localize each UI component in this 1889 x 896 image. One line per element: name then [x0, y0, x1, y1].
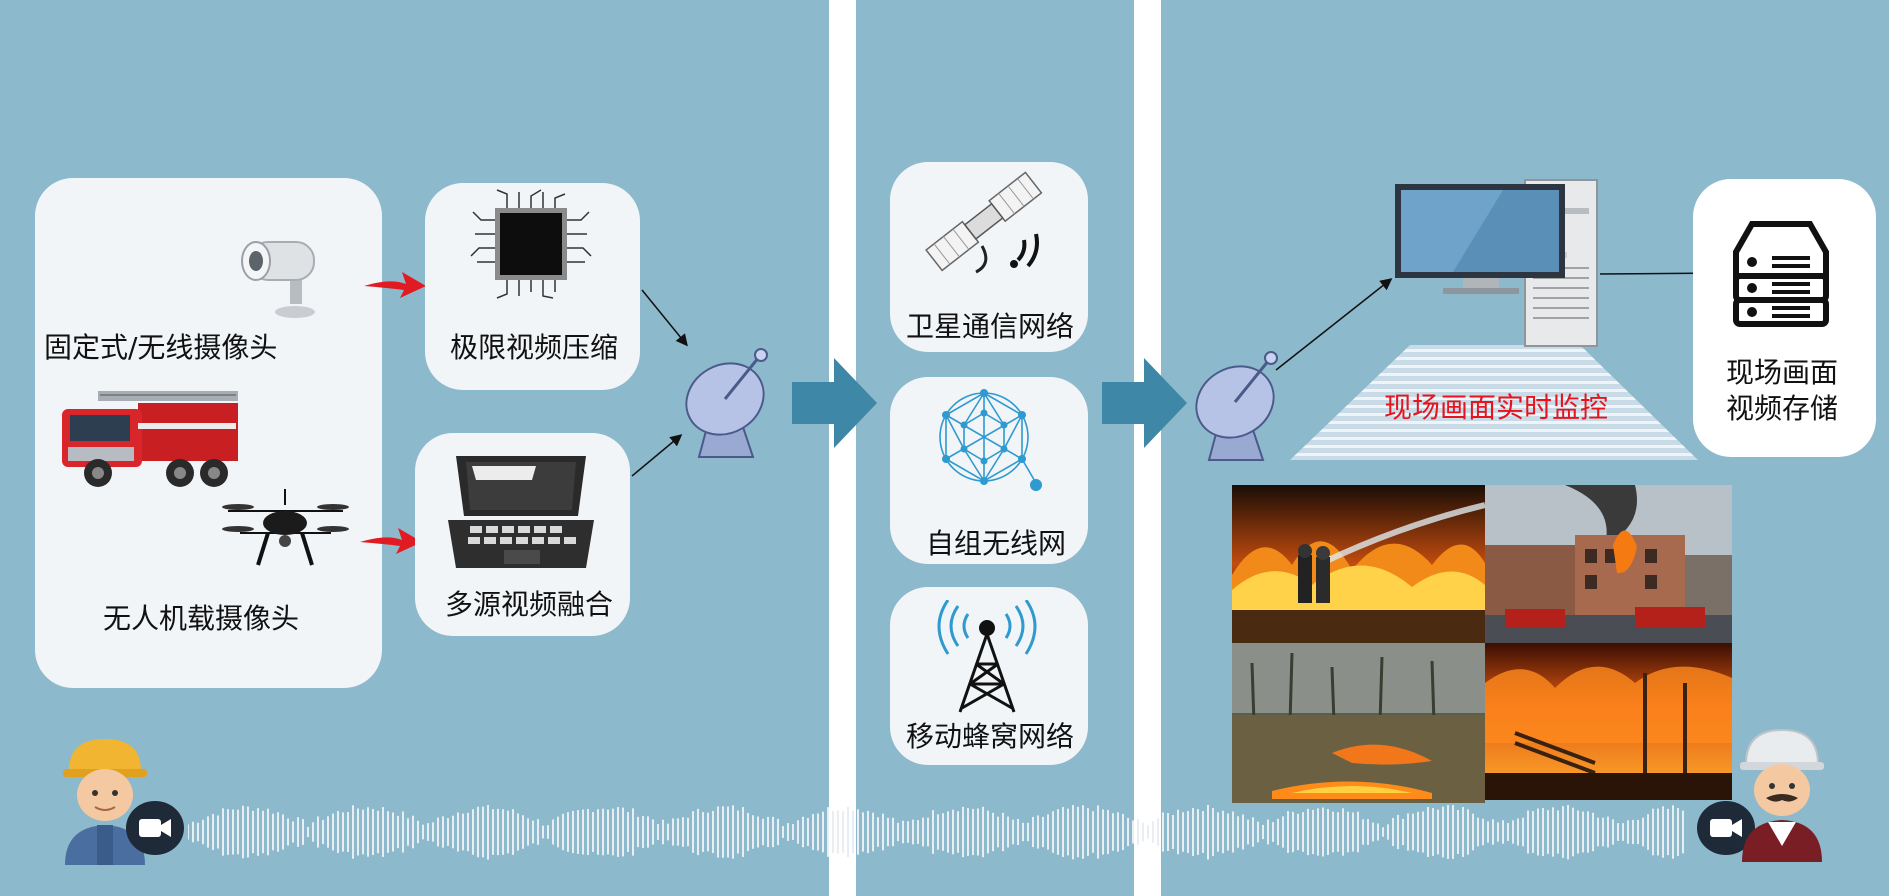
cellular-network-label: 移动蜂窝网络: [906, 720, 1075, 753]
cellular-card: [890, 587, 1088, 765]
chip-icon: [467, 188, 595, 300]
fixed-camera-label: 固定式/无线摄像头: [44, 331, 278, 364]
worker-avatar-icon: [55, 735, 155, 865]
adhoc-card: [890, 377, 1088, 564]
firefighters-hose-photo: [1232, 485, 1485, 643]
voice-waveform: [188, 805, 1688, 860]
grass-fire-photo: [1232, 643, 1485, 803]
satellite-icon: [920, 168, 1050, 283]
red-arrow-icon: [362, 268, 427, 300]
satellite-dish-icon: [677, 343, 779, 463]
industrial-fire-photo: [1485, 643, 1732, 800]
big-arrow-icon: [1102, 358, 1187, 448]
laptop-icon: [446, 450, 596, 570]
mesh-network-icon: [928, 385, 1048, 495]
fire-truck-icon: [58, 383, 244, 493]
monitor-connector-arrows: [1275, 270, 1729, 371]
satellite-card: [890, 162, 1088, 352]
satellite-dish-icon: [1187, 345, 1289, 467]
engineer-avatar-icon: [1732, 726, 1832, 862]
server-storage-icon: [1726, 218, 1836, 328]
big-arrow-icon: [792, 358, 877, 448]
building-fire-photo: [1485, 485, 1732, 643]
adhoc-network-label: 自组无线网: [926, 527, 1067, 560]
satellite-network-label: 卫星通信网络: [906, 310, 1075, 343]
connector-arrows: [631, 289, 688, 477]
computer-icon: [1393, 178, 1603, 350]
cctv-camera-icon: [232, 226, 327, 324]
cell-tower-icon: [932, 600, 1042, 715]
monitor-light-beam: [1290, 345, 1698, 460]
storage-label: 现场画面 视频存储: [1726, 356, 1839, 425]
video-camera-icon[interactable]: [125, 800, 185, 856]
realtime-monitor-label: 现场画面实时监控: [1384, 391, 1609, 424]
fusion-label: 多源视频融合: [445, 588, 614, 621]
drone-camera-label: 无人机载摄像头: [103, 602, 300, 635]
red-arrow-icon: [358, 524, 423, 556]
compression-label: 极限视频压缩: [450, 331, 619, 364]
video-camera-icon[interactable]: [1696, 800, 1756, 856]
drone-icon: [218, 483, 353, 573]
